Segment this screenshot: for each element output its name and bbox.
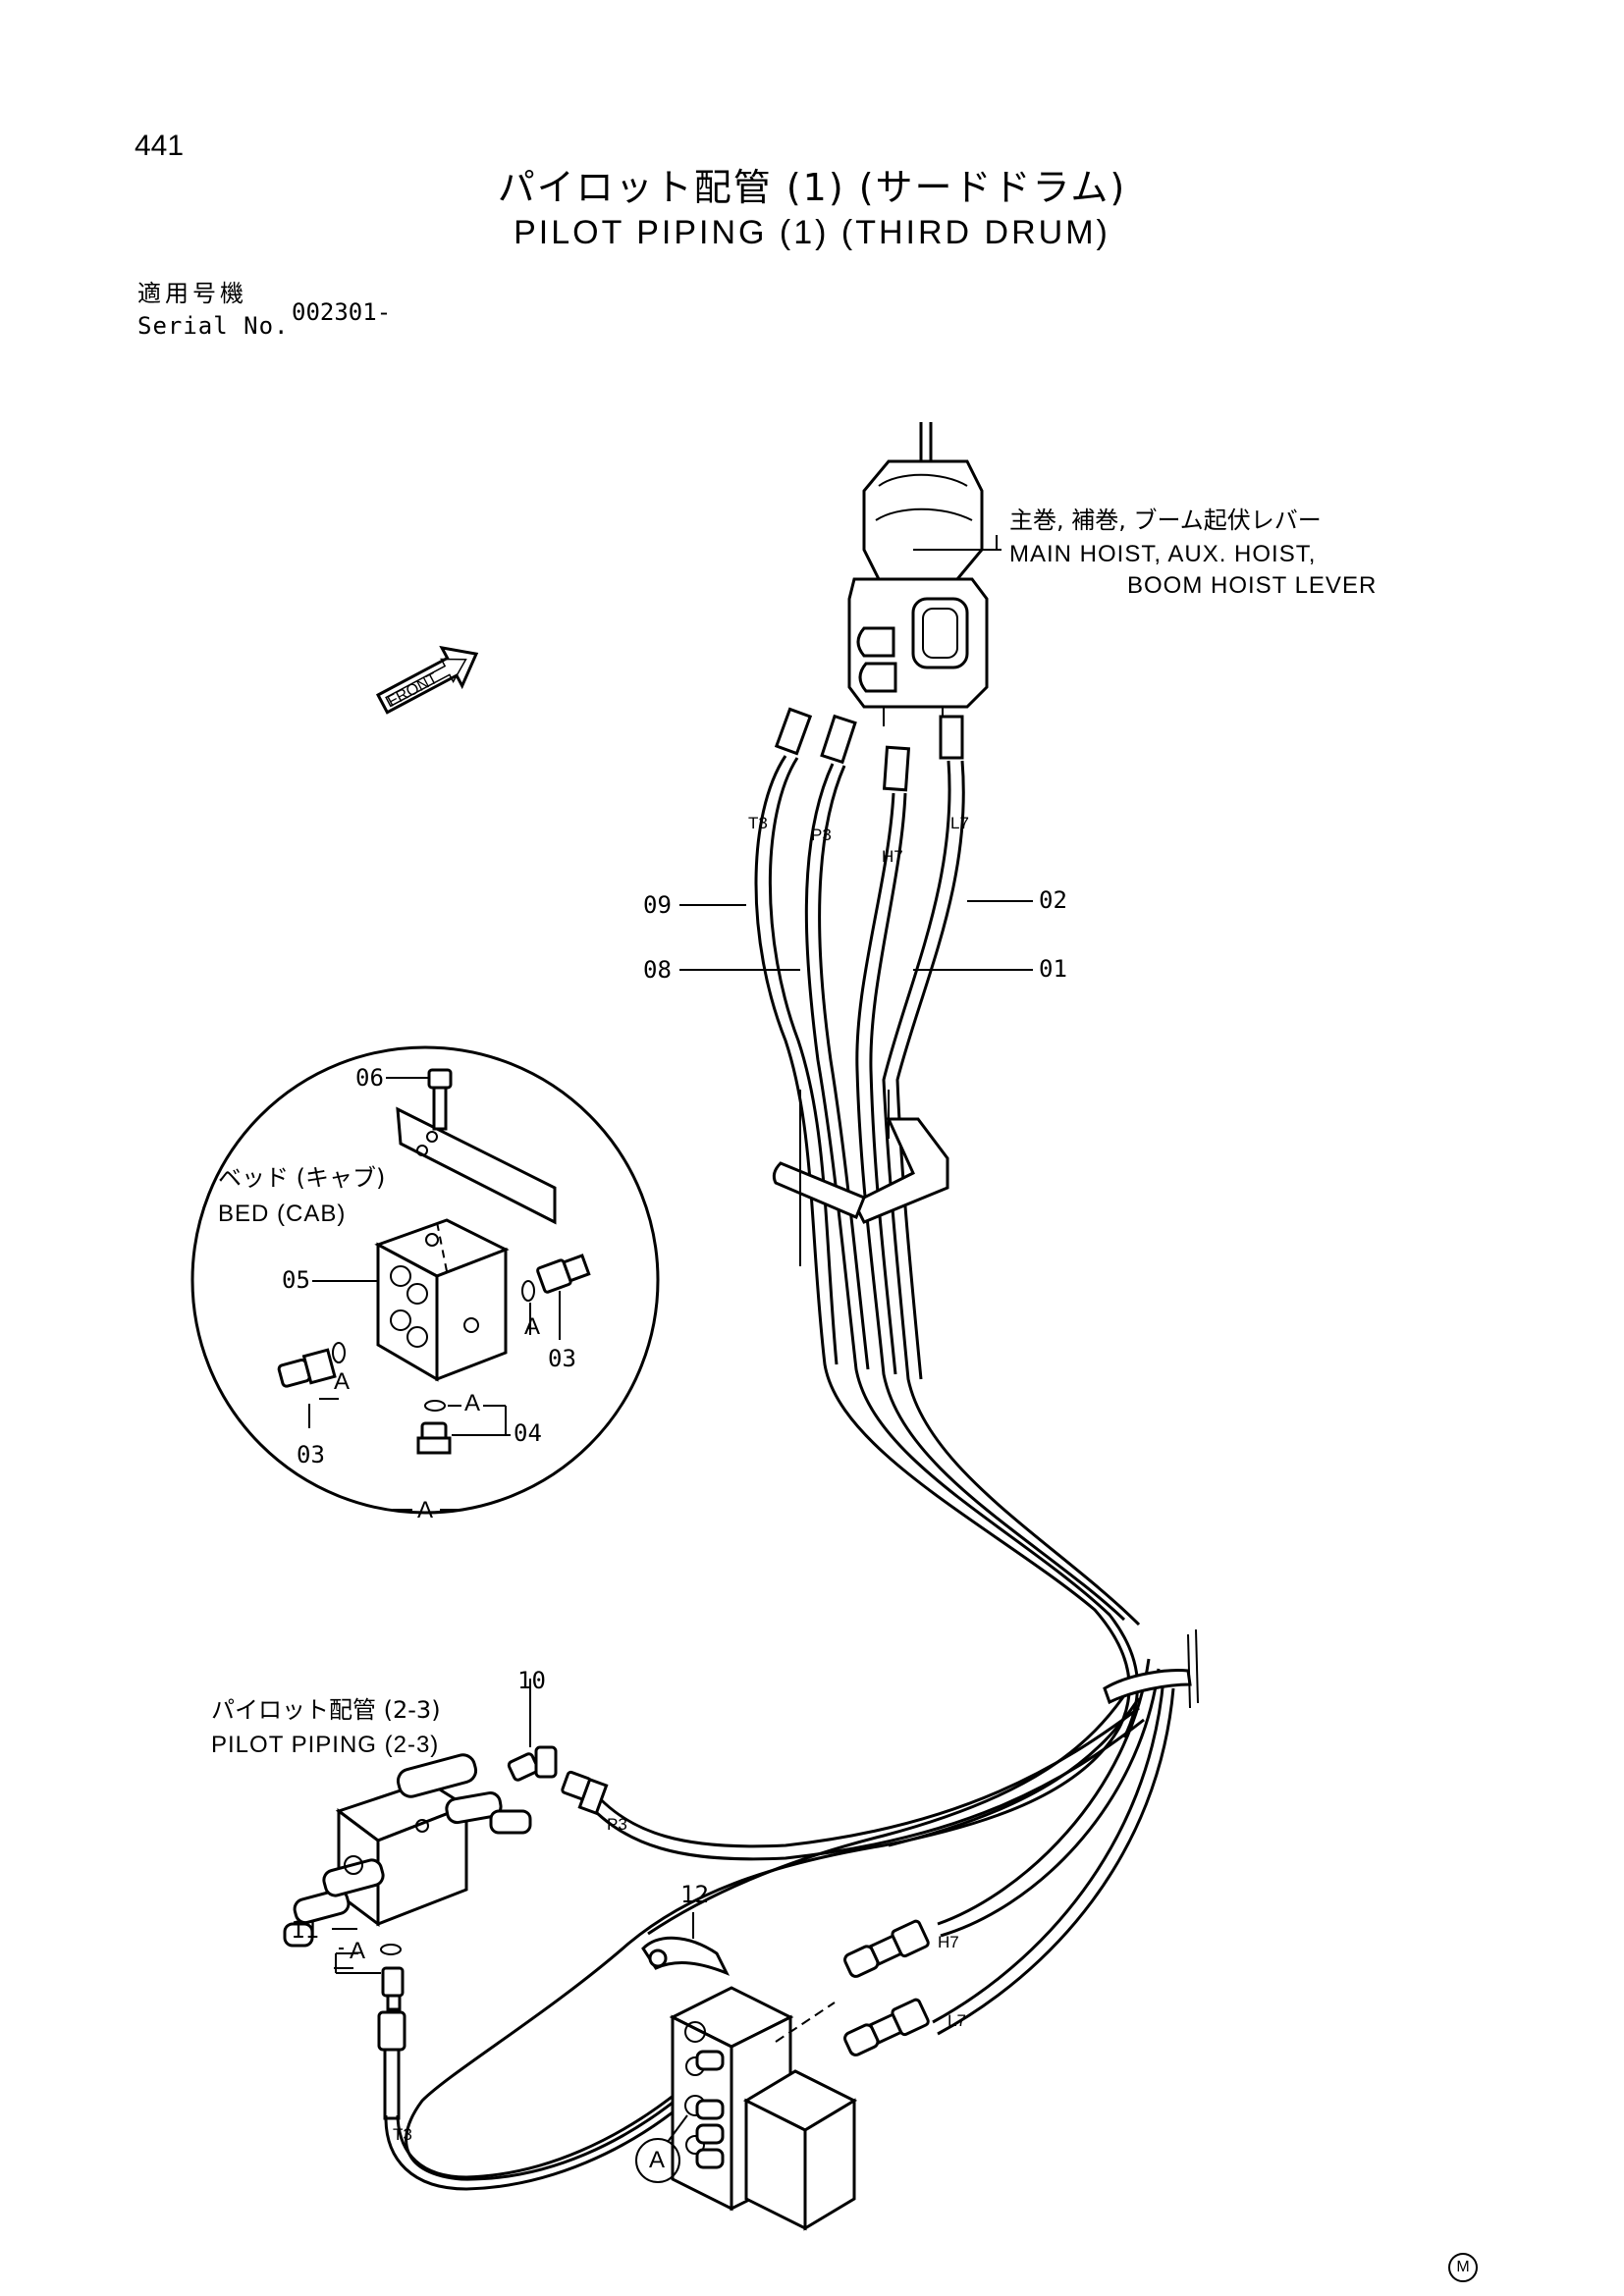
port-label-h7: H7 (882, 847, 903, 866)
part-number-01: 01 (1039, 955, 1067, 983)
port-label-h7-bottom: H7 (938, 1933, 959, 1951)
lever-label-english-2: BOOM HOIST LEVER (1127, 572, 1378, 599)
port-label-t3: T3 (748, 814, 768, 832)
clamp-12 (641, 1936, 731, 1976)
lower-clamp (1103, 1629, 1199, 1709)
port-label-l7: L7 (950, 814, 969, 832)
port-label-t3-bottom: T3 (393, 2125, 412, 2144)
port-label-l7-bottom: L7 (947, 2011, 966, 2030)
manifold-block (635, 1919, 930, 2231)
part-number-12: 12 (680, 1881, 709, 1908)
serial-label-english: Serial No. (137, 312, 290, 340)
catalog-mark: M (1448, 2253, 1478, 2282)
manifold-view-marker: A (649, 2147, 667, 2173)
page-title-japanese: パイロット配管 (1) (サードドラム) (497, 166, 1127, 209)
detail-view-a-circle (190, 1045, 660, 1515)
part-number-06: 06 (355, 1064, 384, 1092)
part-number-08: 08 (643, 956, 672, 984)
detail-marker-a3: A (464, 1390, 482, 1416)
part-number-03-right: 03 (548, 1345, 576, 1372)
serial-number-value: 002301- (292, 298, 392, 326)
detail-marker-a4: A (350, 1938, 367, 1964)
port-label-p3: P3 (811, 826, 832, 844)
bed-label-japanese: ベッド (キャブ) (218, 1164, 386, 1192)
upper-clamp (772, 1090, 949, 1266)
part-number-10: 10 (517, 1667, 546, 1694)
front-arrow: FRONT (375, 645, 479, 715)
part-number-05: 05 (282, 1266, 310, 1294)
part-number-02: 02 (1039, 886, 1067, 914)
page-title-english: PILOT PIPING (1) (THIRD DRUM) (514, 214, 1110, 251)
part-number-11: 11 (291, 1916, 319, 1944)
serial-label-japanese: 適用号機 (137, 280, 247, 307)
lever-valve (847, 422, 989, 726)
pilot-piping-label-japanese: パイロット配管 (2-3) (211, 1696, 441, 1724)
page-number: 441 (135, 130, 185, 162)
detail-marker-a1: A (524, 1313, 542, 1340)
pilot-piping-valve (283, 1679, 688, 2191)
leader-lines (332, 535, 1033, 1939)
pilot-piping-label-english: PILOT PIPING (2-3) (211, 1732, 440, 1758)
lever-label-japanese: 主巻, 補巻, ブーム起伏レバー (1009, 507, 1322, 534)
detail-marker-a2: A (334, 1368, 352, 1395)
detail-view-letter: A (417, 1497, 435, 1523)
lever-label-english-1: MAIN HOIST, AUX. HOIST, (1009, 541, 1317, 567)
port-label-p3-bottom: P3 (607, 1815, 627, 1834)
bed-label-english: BED (CAB) (218, 1201, 347, 1227)
part-number-09: 09 (643, 891, 672, 919)
hose-bundle (405, 707, 1175, 2181)
part-number-04: 04 (514, 1419, 542, 1447)
part-number-03-left: 03 (297, 1441, 325, 1468)
